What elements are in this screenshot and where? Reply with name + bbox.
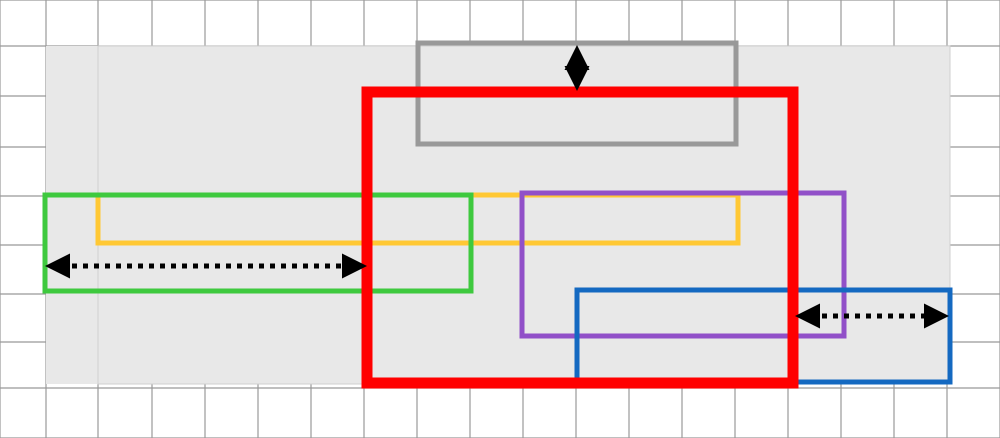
red-rectangle xyxy=(361,86,799,389)
green-rectangle xyxy=(42,192,474,294)
purple-rectangle xyxy=(519,190,847,339)
